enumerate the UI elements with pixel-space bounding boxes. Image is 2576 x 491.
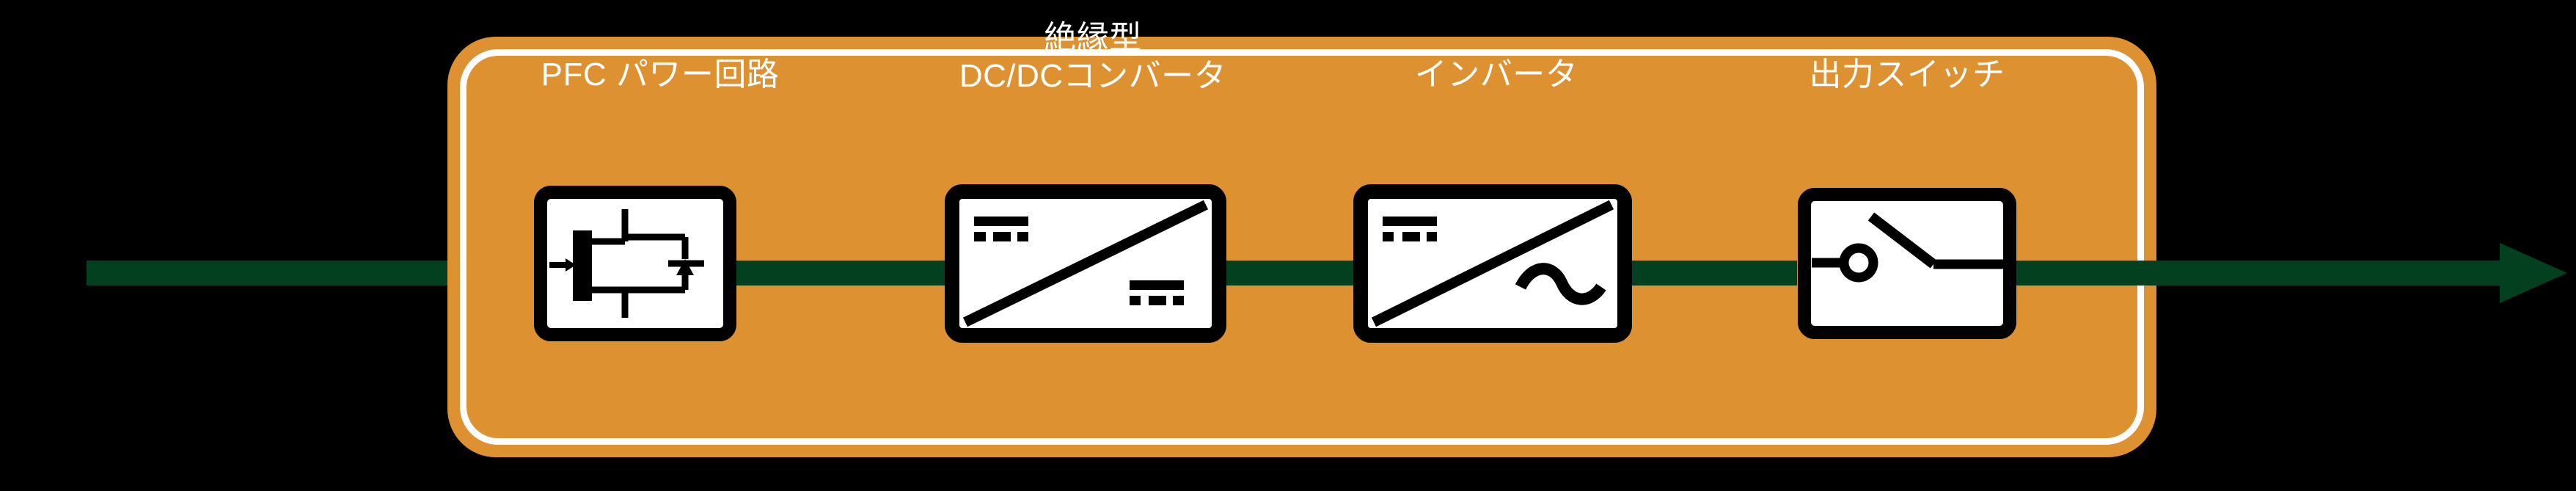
stage-label-pfc: PFC パワー回路	[541, 57, 780, 92]
inverter-symbol	[1353, 184, 1632, 343]
pfc-rectifier-symbol	[534, 186, 736, 341]
bus-segment-dcdc-to-inverter	[1218, 261, 1364, 285]
bus-segment-inverter-to-switch	[1628, 261, 1797, 285]
stage-label-dcdc: 絶縁型 DC/DCコンバータ	[959, 20, 1227, 94]
stage-label-output-switch: 出力スイッチ	[1809, 57, 2005, 92]
output-switch-symbol	[1797, 187, 2017, 340]
bus-segment-pfc-to-dcdc	[733, 261, 954, 285]
output-power-arrow	[2127, 0, 2576, 491]
stage-label-inverter: インバータ	[1414, 57, 1578, 92]
dc-dc-converter-symbol	[945, 184, 1226, 343]
input-power-arrow	[0, 0, 557, 491]
